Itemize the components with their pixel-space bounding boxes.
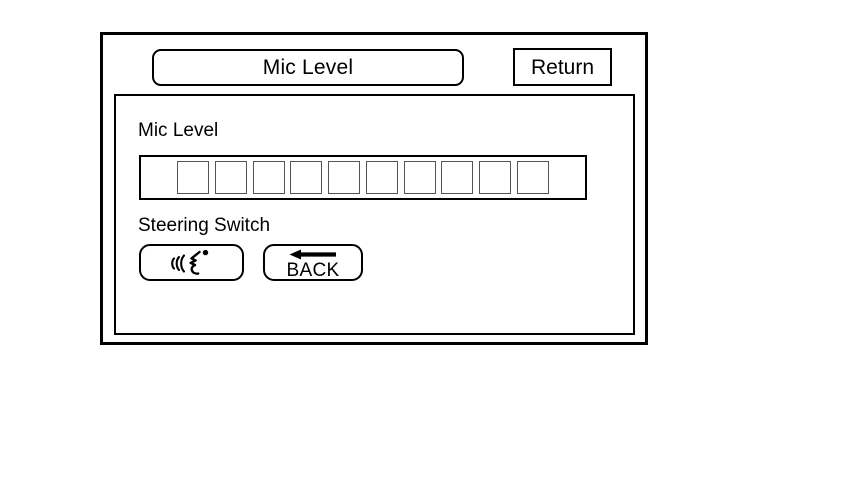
page-title: Mic Level bbox=[262, 56, 354, 79]
device-frame: Mic Level Return Mic Level Steering Swit… bbox=[100, 32, 648, 345]
content-panel: Mic Level Steering Switch bbox=[114, 94, 635, 335]
meter-segment bbox=[252, 161, 285, 194]
meter-segment bbox=[516, 161, 549, 194]
steering-back-button[interactable]: BACK bbox=[263, 244, 363, 281]
voice-talk-icon bbox=[169, 249, 215, 277]
meter-segment bbox=[177, 161, 209, 194]
meter-segment-group bbox=[177, 161, 549, 194]
steering-talk-button[interactable] bbox=[139, 244, 244, 281]
steering-switch-buttons: BACK bbox=[139, 244, 363, 281]
meter-segment bbox=[403, 161, 436, 194]
arrow-left-icon bbox=[289, 249, 337, 260]
meter-segment bbox=[365, 161, 398, 194]
screen-title-button[interactable]: Mic Level bbox=[152, 49, 464, 86]
steering-back-button-label: BACK bbox=[286, 260, 340, 281]
meter-segment bbox=[441, 161, 474, 194]
mic-level-meter bbox=[139, 155, 587, 200]
meter-segment bbox=[214, 161, 247, 194]
meter-segment bbox=[479, 161, 512, 194]
steering-switch-label: Steering Switch bbox=[138, 215, 271, 236]
return-button-label: Return bbox=[530, 55, 595, 79]
mic-level-label: Mic Level bbox=[138, 120, 219, 141]
meter-segment bbox=[290, 161, 323, 194]
meter-segment bbox=[328, 161, 361, 194]
title-bar: Mic Level Return bbox=[103, 35, 645, 91]
return-button[interactable]: Return bbox=[513, 48, 612, 86]
